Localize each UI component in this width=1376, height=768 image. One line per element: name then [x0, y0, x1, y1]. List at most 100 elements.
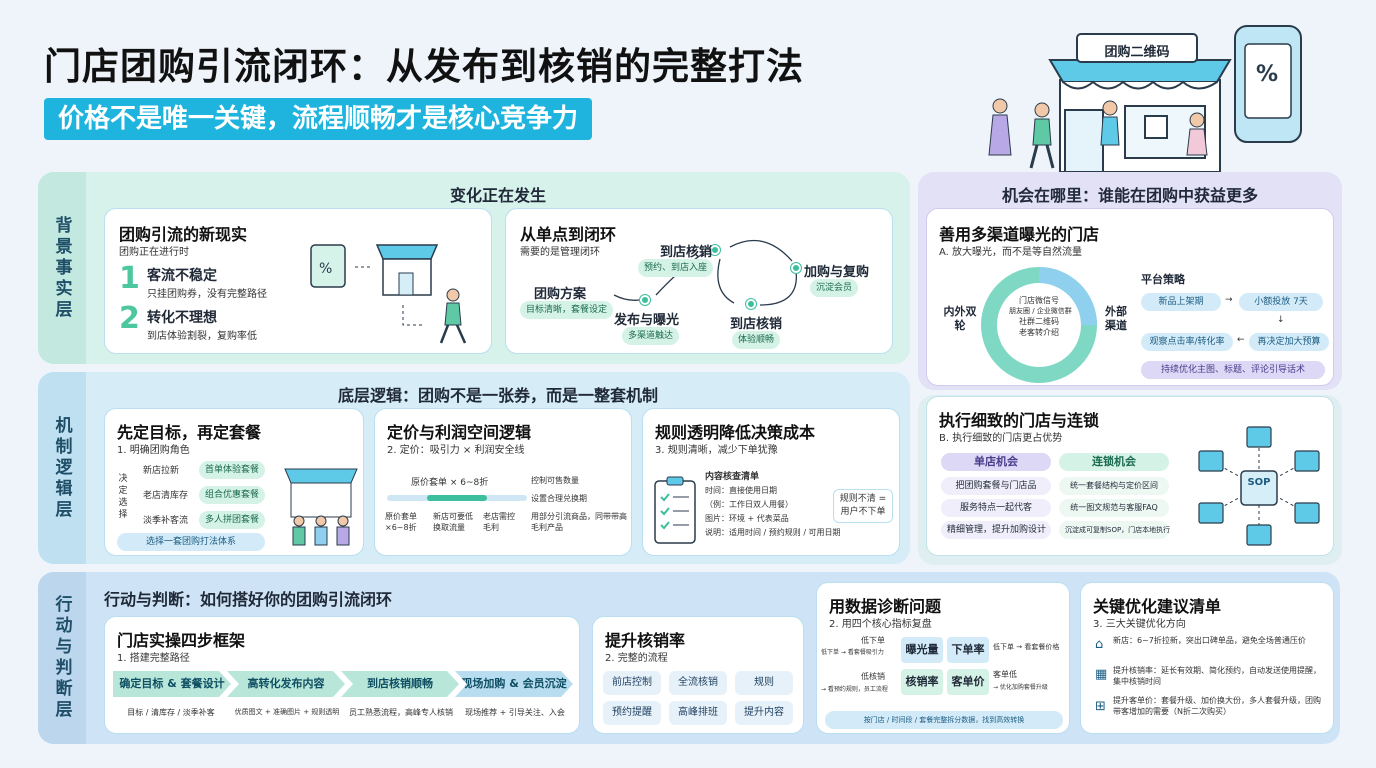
diagnosis-note: 低下单 → 看套餐价格: [993, 643, 1060, 651]
clipboard-checklist-icon: [654, 476, 696, 544]
node-publish-tag: 多渠道触达: [622, 327, 680, 345]
pricing-subtitle: 2. 定价：吸引力 × 利润安全线: [387, 445, 525, 456]
ring-item: 老客转介绍: [1019, 328, 1059, 337]
multichannel-title: 善用多渠道曝光的门店: [939, 225, 1100, 244]
closed-loop-card: 从单点到闭环 需要的是管理闭环 团购方案 目标清晰，套餐设定 发布与曝光 多渠道…: [505, 208, 893, 354]
diagnosis-note: 客单低: [993, 670, 1017, 679]
ring-item: 门店微信号: [1019, 296, 1059, 305]
framework-step: 高转化发布内容: [227, 671, 345, 697]
node-publish: 发布与曝光: [614, 313, 680, 328]
pricing-bullet: 控制可售数量: [531, 476, 579, 485]
background-heading: 变化正在发生: [449, 186, 546, 205]
node-verify-tag: 体验顺畅: [732, 331, 781, 349]
ring-item: 社群二维码: [1019, 317, 1059, 326]
rules-card: 规则透明降低决策成本 3. 规则清晰，减少下单犹豫 内容核查清单 时间：直接使用…: [642, 408, 900, 556]
pricing-card: 定价与利润空间逻辑 2. 定价：吸引力 × 利润安全线 原价套单 × 6~8折 …: [374, 408, 632, 556]
diagnosis-subnote: 低下单 → 看套餐吸引力: [821, 649, 884, 656]
rules-subtitle: 3. 规则清晰，减少下单犹豫: [655, 445, 778, 456]
diagnosis-footer: 按门店 / 时间段 / 套餐完整拆分数据，找到高效转换: [825, 711, 1063, 729]
price-col: 老店需控 毛利: [483, 512, 515, 532]
metric-order-rate: 下单率: [947, 637, 989, 663]
platform-title: 平台策略: [1141, 273, 1185, 286]
framework-note: 目标 / 清库存 / 淡季补客: [127, 708, 215, 717]
node-arrive: 到店核销: [660, 245, 713, 260]
loop-node-dot: [791, 263, 801, 273]
checklist-item: 图片：环境 + 代表菜品: [705, 514, 789, 523]
optimization-subtitle: 3. 三大关键优化方向: [1093, 619, 1186, 630]
goal-tag: 多人拼团套餐: [199, 511, 266, 529]
optimization-item: 新店：6~7折拉新，突出口碑单品，避免全场普通压价: [1113, 636, 1306, 645]
verify-tactic: 高峰排班: [669, 701, 727, 725]
rules-title: 规则透明降低决策成本: [655, 423, 816, 442]
chain-head: 连锁机会: [1059, 453, 1169, 471]
verify-tactic: 全流核销: [669, 671, 727, 695]
checklist-item: 说明：适用时间 / 预约规则 / 可用日期: [705, 528, 841, 537]
framework-note: 现场推荐 + 引导关注、入会: [465, 708, 565, 717]
inner-label: 内外双轮: [943, 305, 977, 332]
chain-network-diagram: [1198, 426, 1320, 546]
store-crowd-icon: [284, 468, 358, 546]
channel-ring: [981, 267, 1097, 383]
node-plan: 团购方案: [534, 287, 587, 302]
diagnosis-subnote: → 看预约规则，员工流程: [821, 686, 888, 693]
opportunity-heading: 机会在哪里：谁能在团购中获益更多: [1001, 186, 1258, 205]
checklist-item: 时间：直接使用日期: [705, 486, 777, 495]
flow-step: 观察点击率/转化率: [1141, 333, 1233, 351]
flow-step: 新品上架期: [1141, 293, 1221, 311]
checklist-title: 内容核查清单: [705, 472, 760, 482]
outer-label: 外部渠道: [1105, 305, 1127, 332]
new-reality-card: 团购引流的新现实 团购正在进行时 1 客流不稳定 只挂团购券，没有完整路径 2 …: [104, 208, 492, 354]
execution-title: 执行细致的门店与连锁: [939, 411, 1100, 430]
diagnosis-subnote: → 优化加购套餐升级: [993, 684, 1048, 691]
node-verify: 到店核销: [730, 317, 783, 332]
verify-tactic: 规则: [735, 671, 793, 695]
loop-node-dot: [710, 245, 720, 255]
action-heading: 行动与判断：如何搭好你的团购引流闭环: [104, 590, 393, 609]
background-layer-tab: 背景事实层: [38, 172, 86, 364]
framework-subtitle: 1. 搭建完整路径: [117, 653, 190, 664]
metric-avg-ticket: 客单价: [947, 669, 989, 695]
verify-rate-title: 提升核销率: [605, 631, 686, 650]
goal-footer: 选择一套团购打法体系: [117, 533, 265, 551]
price-col: 新店可要低 换取流量: [433, 512, 473, 532]
multichannel-subtitle: A. 放大曝光，而不是等自然流量: [939, 247, 1083, 258]
storefront-illustration: [988, 25, 1302, 173]
goal-option: 淡季补客流: [143, 516, 189, 526]
closed-loop-subtitle: 需要的是管理闭环: [520, 247, 600, 258]
arrow-left-icon: ←: [1237, 335, 1245, 345]
optimization-card: 关键优化建议清单 3. 三大关键优化方向 ⌂ 新店：6~7折拉新，突出口碑单品，…: [1080, 582, 1334, 734]
framework-step: 到店核销顺畅: [341, 671, 459, 697]
flow-step: 小额投放 7天: [1239, 293, 1323, 311]
execution-card: 执行细致的门店与连锁 B. 执行细致的门店更占优势 单店机会 连锁机会 把团购套…: [926, 396, 1334, 556]
diagnosis-title: 用数据诊断问题: [829, 597, 942, 616]
loop-node-dot: [746, 299, 756, 309]
price-label: 原价套单 × 6~8折: [411, 478, 489, 488]
pricing-title: 定价与利润空间逻辑: [387, 423, 532, 442]
coupon-store-walker-icon: %: [310, 244, 467, 344]
checklist-item: （例：工作日双人用餐）: [705, 500, 793, 509]
framework-step: 现场加购 & 会员沉淀: [455, 671, 573, 697]
goal-title: 先定目标，再定套餐: [117, 423, 262, 442]
framework-title: 门店实操四步框架: [117, 631, 246, 650]
verify-tactic: 提升内容: [735, 701, 793, 725]
pricing-bullet: 设置合理兑换期: [531, 494, 587, 503]
arrow-down-icon: ↓: [1277, 315, 1285, 325]
item-head: 转化不理想: [147, 310, 217, 326]
chain-item: 统一套餐结构与定价区间: [1059, 477, 1169, 495]
loop-node-dot: [640, 295, 650, 305]
diagnosis-subtitle: 2. 用四个核心指标复盘: [829, 619, 932, 630]
metric-verify-rate: 核销率: [901, 669, 943, 695]
percent-coupon-icon: %: [1256, 62, 1279, 87]
new-reality-subtitle: 团购正在进行时: [119, 247, 189, 258]
price-range-bar: [387, 495, 527, 501]
item-desc: 只挂团购券，没有完整路径: [147, 289, 267, 300]
mechanism-layer-tab: 机制逻辑层: [38, 372, 86, 564]
verify-tactic: 预约提醒: [603, 701, 661, 725]
ring-item: 朋友圈 / 企业微信群: [1009, 307, 1072, 315]
verify-rate-card: 提升核销率 2. 完整的流程 前店控制 全流核销 规则 预约提醒 高峰排班 提升…: [592, 616, 804, 734]
price-col: 原价套单 ×6~8折: [385, 512, 417, 532]
decide-label: 决定选择: [118, 474, 128, 520]
goal-card: 先定目标，再定套餐 1. 明确团购角色 决定选择 新店拉新 首单体验套餐 老店清…: [104, 408, 364, 556]
node-arrive-tag: 预约、到店入座: [638, 259, 714, 277]
diagnosis-note: 低核销: [861, 672, 885, 681]
